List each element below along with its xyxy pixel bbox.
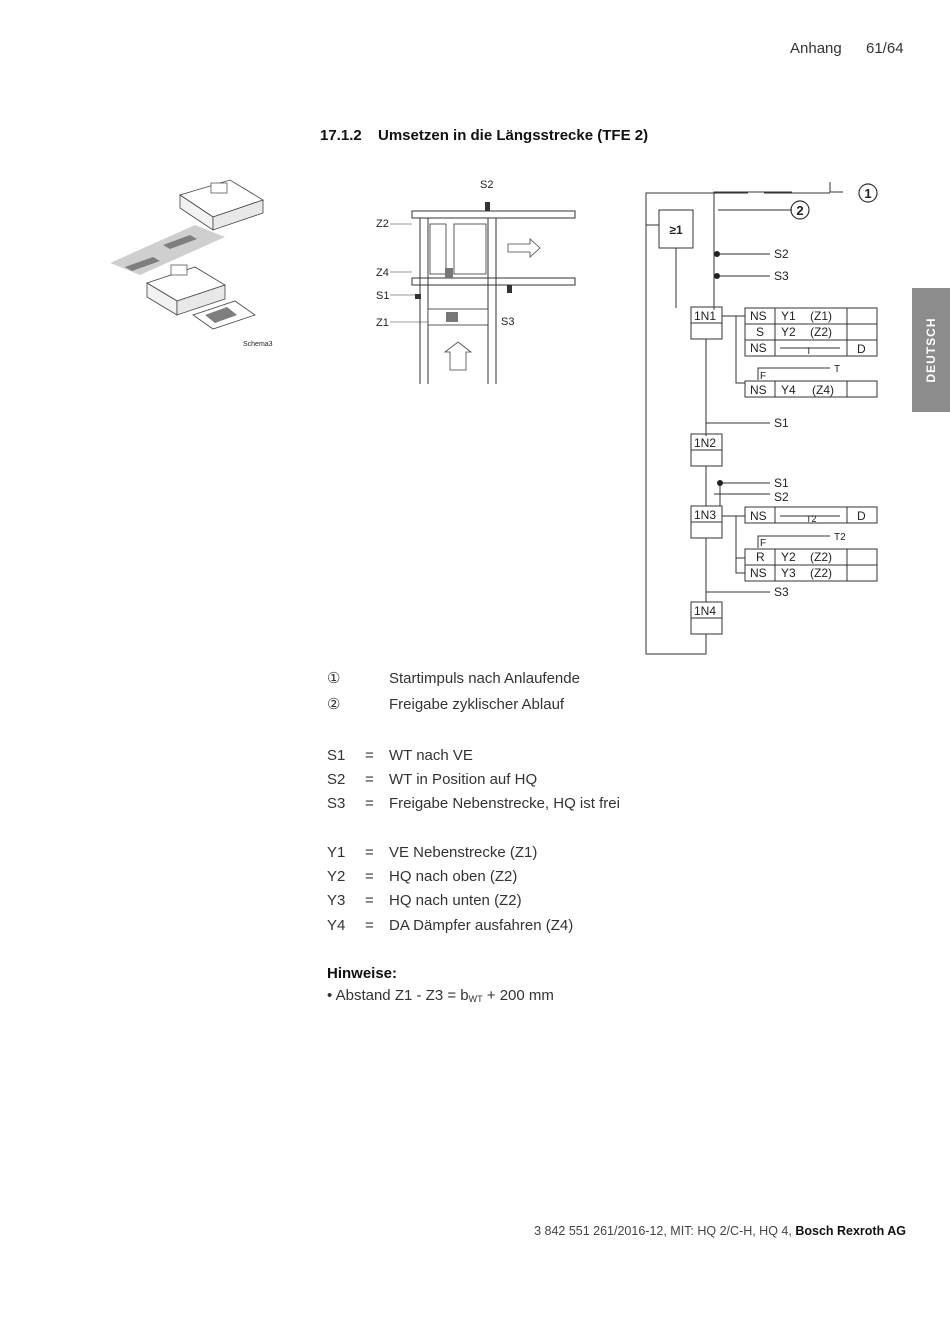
equals-sign: = [365,844,374,861]
page-number: 61/64 [866,40,904,57]
label-z2: Z2 [376,218,389,230]
step-1n2: 1N2 [694,436,716,450]
notes-bullet: • Abstand Z1 - Z3 = bWT + 200 mm [327,987,554,1004]
schema-illustration: Schema3 [110,179,273,348]
flag-label: F [760,371,766,382]
action-name: Y1 [781,309,796,323]
label-z4: Z4 [376,267,389,279]
action-delay: D [857,342,866,356]
header-section: Anhang [790,40,842,57]
equals-sign: = [365,892,374,909]
action-qualifier: NS [750,509,767,523]
note-text: Abstand Z1 - Z3 = b [335,987,469,1004]
sequence-function-chart: 1 2 ≥1 1N1 1N2 1N3 1N4 S2 S3 S1 S1 S2 S3… [645,182,878,655]
or-gate-label: ≥1 [669,223,683,237]
transition-s2-second: S2 [774,490,789,504]
sensor-value: Freigabe Nebenstrecke, HQ ist frei [389,795,620,812]
transition-s1: S1 [774,416,789,430]
actuator-value: VE Nebenstrecke (Z1) [389,844,538,861]
section-title: Umsetzen in die Längsstrecke (TFE 2) [378,127,649,144]
equals-sign: = [365,917,374,934]
page-footer: 3 842 551 261/2016-12, MIT: HQ 2/C-H, HQ… [534,1224,906,1238]
action-qualifier: NS [750,383,767,397]
sensor-key: S3 [327,795,346,812]
action-qualifier: NS [750,341,767,355]
footer-company: Bosch Rexroth AG [795,1224,906,1238]
step-1n1: 1N1 [694,309,716,323]
actuator-value: DA Dämpfer ausfahren (Z4) [389,917,574,934]
language-tab: DEUTSCH [912,288,950,412]
transition-s3: S3 [774,269,789,283]
action-name: Y2 [781,550,796,564]
sensor-key: S1 [327,747,346,764]
sensor-key: S2 [327,771,346,788]
label-s1: S1 [376,290,389,302]
action-name: Y2 [781,325,796,339]
action-qualifier: NS [750,309,767,323]
action-name: Y4 [781,383,796,397]
step-1n4: 1N4 [694,604,716,618]
action-name: Y3 [781,566,796,580]
actuator-key: Y2 [327,868,346,885]
action-delay: D [857,509,866,523]
equals-sign: = [365,868,374,885]
sensor-value: WT in Position auf HQ [389,771,538,788]
language-tab-label: DEUTSCH [924,317,938,383]
action-zone: (Z2) [810,325,832,339]
action-qualifier: NS [750,566,767,580]
transition-s2: S2 [774,247,789,261]
legend-key: ② [327,696,341,713]
action-zone: (Z1) [810,309,832,323]
actuator-value: HQ nach unten (Z2) [389,892,522,909]
actuator-value: HQ nach oben (Z2) [389,868,518,885]
timer-label: T2 [806,514,817,524]
section-heading: 17.1.2 Umsetzen in die Längsstrecke (TFE … [320,127,648,144]
action-zone: (Z2) [810,550,832,564]
action-qualifier: S [756,325,764,339]
notes-heading: Hinweise: [327,965,398,982]
flag-label: F [760,538,766,549]
label-z1: Z1 [376,317,389,329]
marker-1: 1 [864,186,871,201]
sensor-value: WT nach VE [389,747,473,764]
label-s3: S3 [501,316,514,328]
action-zone: (Z2) [810,566,832,580]
equals-sign: = [365,795,374,812]
legend-value: Startimpuls nach Anlaufende [389,670,580,687]
equals-sign: = [365,747,374,764]
step-1n3: 1N3 [694,508,716,522]
actuator-key: Y1 [327,844,346,861]
actuator-key: Y3 [327,892,346,909]
timer-label: T2 [834,532,846,543]
section-number: 17.1.2 [320,127,362,144]
equals-sign: = [365,771,374,788]
marker-2: 2 [796,203,803,218]
legend-value: Freigabe zyklischer Ablauf [389,696,565,713]
label-s2: S2 [480,179,493,191]
action-zone: (Z4) [812,383,834,397]
note-suffix: + 200 mm [486,987,554,1004]
note-subscript: WT [468,994,483,1004]
schema-caption: Schema3 [243,341,273,348]
conveyor-layout-drawing: S2 Z2 Z4 S1 Z1 S3 [376,179,576,384]
actuator-key: Y4 [327,917,346,934]
transition-s3-second: S3 [774,585,789,599]
action-qualifier: R [756,550,765,564]
timer-label: T [806,346,812,356]
footer-doc-info: 3 842 551 261/2016-12, MIT: HQ 2/C-H, HQ… [534,1224,792,1238]
transition-s1-second: S1 [774,476,789,490]
timer-label: T [834,364,840,375]
bullet-mark: • [327,987,333,1004]
legend-key: ① [327,670,341,687]
